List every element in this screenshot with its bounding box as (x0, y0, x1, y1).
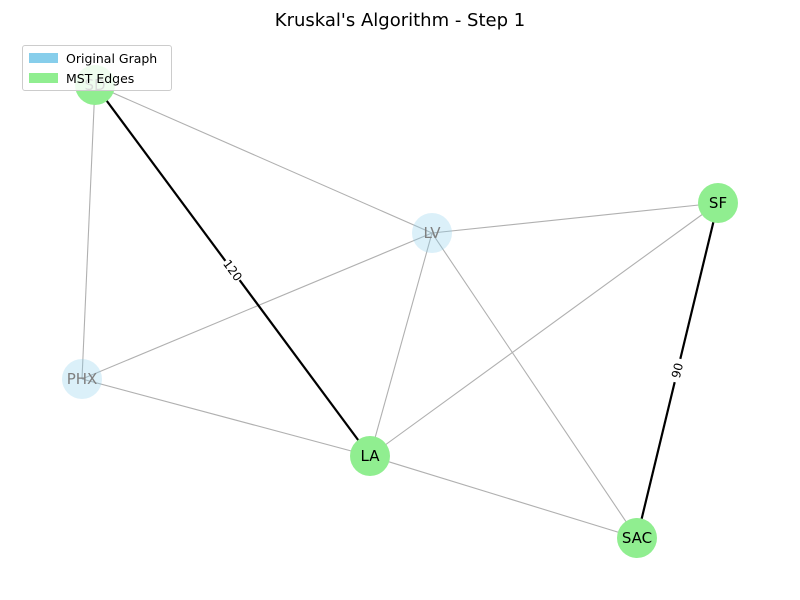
node-label-phx: PHX (67, 370, 98, 388)
node-label-sf: SF (709, 194, 727, 212)
legend-label-original-graph: Original Graph (66, 50, 158, 66)
legend-item-mst-edges: MST Edges (29, 70, 135, 86)
legend-swatch-mst-edges (29, 73, 58, 83)
edge-weight-text: 90 (669, 361, 686, 379)
node-lv (412, 213, 452, 253)
node-sf (698, 183, 738, 223)
node-la (350, 436, 390, 476)
node-label-la: LA (361, 447, 381, 465)
edges-layer (81, 84, 720, 539)
node-label-lv: LV (424, 224, 442, 242)
edge-weight-sd-la: 120 (218, 256, 247, 285)
legend-item-original-graph: Original Graph (29, 50, 158, 66)
edge-weight-background (218, 256, 247, 285)
edge-weight-background (666, 356, 689, 385)
edge-weight-sf-sac: 90 (666, 356, 689, 385)
legend: Original Graph MST Edges (22, 45, 172, 91)
edge-lv-sf (431, 202, 719, 234)
edge-phx-la (81, 378, 371, 457)
edge-la-sac (369, 455, 638, 539)
node-sac (617, 518, 657, 558)
edge-lv-la (369, 232, 433, 457)
edge-lv-phx (81, 232, 433, 380)
edge-sd-phx (81, 84, 96, 380)
edge-sd-lv (94, 84, 433, 234)
node-labels-layer: SDLVSFPHXLASAC (67, 76, 727, 547)
legend-swatch-original-graph (29, 53, 58, 63)
node-phx (62, 359, 102, 399)
nodes-layer (62, 65, 738, 558)
edge-sf-la (369, 202, 719, 457)
edge-weight-text: 120 (220, 257, 245, 284)
node-label-sac: SAC (622, 529, 652, 547)
edge-lv-sac (431, 232, 638, 539)
legend-label-mst-edges: MST Edges (66, 70, 135, 86)
chart-title: Kruskal's Algorithm - Step 1 (274, 10, 526, 31)
